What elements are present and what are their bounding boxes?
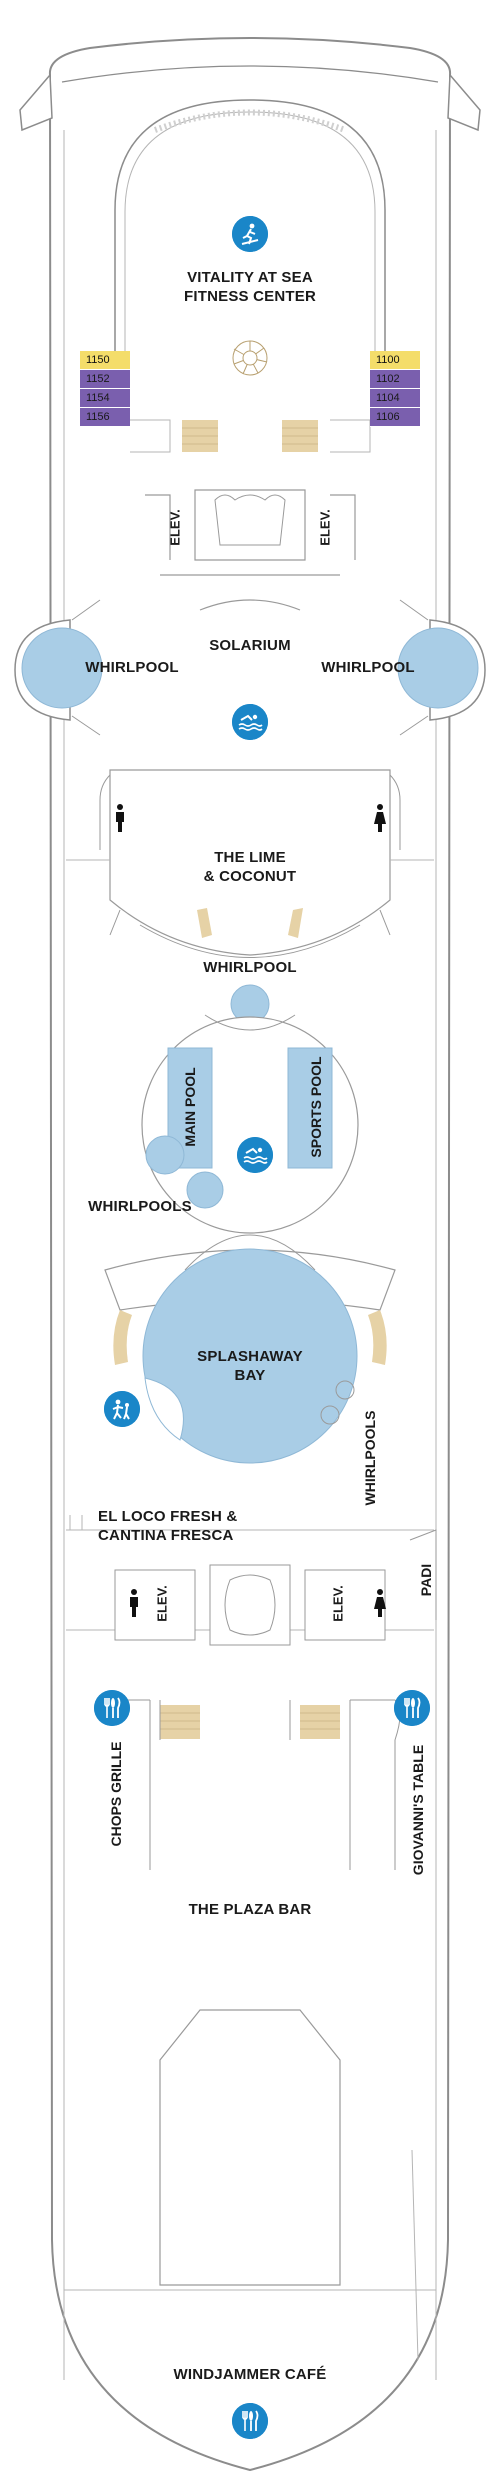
whirlpool-left-label[interactable]: WHIRLPOOL (85, 659, 179, 676)
pool-icon[interactable] (232, 704, 268, 740)
whirlpools-left-label[interactable]: WHIRLPOOLS (88, 1198, 192, 1215)
whirlpool-rotunda-b (186, 1171, 224, 1209)
pool-main-icon[interactable] (237, 1137, 273, 1173)
stairs-aft-right (300, 1705, 340, 1739)
cabin-1100[interactable]: 1100 (370, 351, 420, 370)
cabin-1150[interactable]: 1150 (80, 351, 130, 370)
plaza-bar-label[interactable]: THE PLAZA BAR (188, 1901, 312, 1918)
splashaway-bay-label[interactable]: SPLASHAWAY BAY (197, 1348, 303, 1384)
windjammer-outline (159, 2009, 341, 2286)
main-pool-label[interactable]: MAIN POOL (182, 1067, 198, 1147)
el-loco-fresh-label[interactable]: EL LOCO FRESH & CANTINA FRESCA (98, 1508, 238, 1544)
bow-wing-right (447, 73, 481, 132)
cabin-1152[interactable]: 1152 (80, 370, 130, 389)
elevator-aft-right-label: ELEV. (330, 1585, 346, 1622)
cabin-1102[interactable]: 1102 (370, 370, 420, 389)
cabin-1154[interactable]: 1154 (80, 389, 130, 408)
whirlpools-right-label[interactable]: WHIRLPOOLS (362, 1410, 378, 1506)
solarium-dome (114, 99, 386, 420)
lime-coconut-area (109, 769, 391, 956)
cabin-1106[interactable]: 1106 (370, 408, 420, 427)
dining-bottom-icon[interactable] (232, 2403, 268, 2439)
sports-pool-label[interactable]: SPORTS POOL (308, 1056, 324, 1158)
whirlpool-rotunda-a (145, 1135, 185, 1175)
cabin-1156[interactable]: 1156 (80, 408, 130, 427)
fitness-icon[interactable] (232, 216, 268, 252)
whirlpool-left-basin (21, 627, 103, 709)
stairs-aft-left (160, 1705, 200, 1739)
cabin-1104[interactable]: 1104 (370, 389, 420, 408)
whirlpool-right-basin (397, 627, 479, 709)
restroom-icon-left (116, 804, 124, 832)
chops-grille-label[interactable]: CHOPS GRILLE (108, 1741, 124, 1847)
restroom-icon-right (374, 804, 386, 832)
windjammer-cafe-label[interactable]: WINDJAMMER CAFÉ (173, 2366, 327, 2383)
fwd-elevator-core (145, 489, 356, 576)
aft-elevator-core-left (114, 1569, 196, 1641)
padi-label[interactable]: PADI (418, 1563, 434, 1597)
elevator-aft-left-label: ELEV. (154, 1585, 170, 1622)
dining-right-icon[interactable] (394, 1690, 430, 1726)
lime-coconut-label[interactable]: THE LIME & COCONUT (203, 849, 297, 885)
solarium-label[interactable]: SOLARIUM (209, 637, 291, 654)
restroom-icon-aft-left (130, 1589, 138, 1617)
giovannis-table-label[interactable]: GIOVANNI'S TABLE (410, 1744, 426, 1876)
kids-icon[interactable] (104, 1391, 140, 1427)
bow-wing-left (19, 73, 53, 132)
dining-left-icon[interactable] (94, 1690, 130, 1726)
elevator-fwd-left-label: ELEV. (167, 509, 183, 546)
fitness-center-label[interactable]: VITALITY AT SEA FITNESS CENTER (184, 269, 316, 305)
whirlpool-right-label[interactable]: WHIRLPOOL (321, 659, 415, 676)
elevator-fwd-right-label: ELEV. (317, 509, 333, 546)
restroom-icon-aft-right (374, 1589, 386, 1617)
whirlpool-center-label[interactable]: WHIRLPOOL (203, 959, 297, 976)
splashaway-bay-pool (142, 1248, 358, 1464)
sports-pool-basin (287, 1047, 333, 1169)
